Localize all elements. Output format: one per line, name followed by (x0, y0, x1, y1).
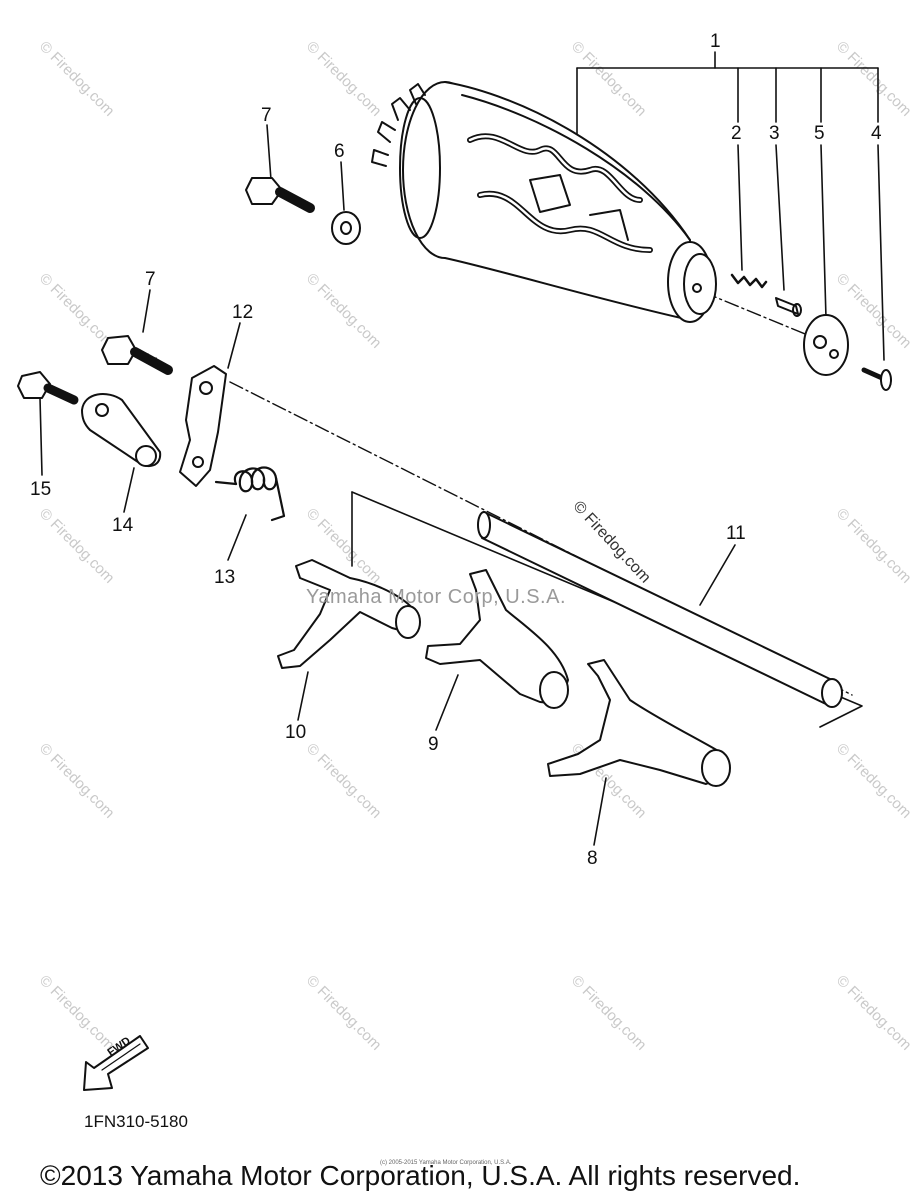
callout-14: 14 (112, 515, 134, 536)
spring-part-13 (214, 466, 286, 522)
shift-drum (371, 81, 717, 323)
diagram-code: 1FN310-5180 (84, 1112, 188, 1131)
callout-7-top: 7 (261, 105, 272, 126)
callout-6: 6 (334, 141, 345, 162)
callout-12: 12 (232, 302, 254, 323)
bolt-part-15 (17, 371, 79, 405)
callout-11: 11 (726, 523, 746, 544)
washer-part-6 (331, 211, 361, 245)
callout-4: 4 (871, 123, 882, 144)
callout-10: 10 (285, 722, 307, 743)
lever-part-14 (81, 393, 162, 468)
fork-part-9 (425, 569, 569, 709)
fork-group-bracket (351, 491, 863, 728)
callout-15: 15 (30, 479, 52, 500)
callout-5: 5 (814, 123, 825, 144)
fork-part-8 (547, 659, 731, 787)
leader-lines (39, 51, 885, 846)
callout-2: 2 (731, 123, 742, 144)
callout-7-left: 7 (145, 269, 156, 290)
spring-part-2 (730, 273, 768, 289)
callout-13: 13 (214, 567, 236, 588)
fwd-arrow-icon (83, 1035, 149, 1091)
center-watermark: Yamaha Motor Corp, U.S.A. (306, 586, 566, 608)
bolt-part-7-left (101, 335, 173, 375)
plate-part-12 (179, 365, 227, 487)
fork-part-10 (277, 559, 421, 669)
callout-9: 9 (428, 734, 439, 755)
fine-print: (c) 2005-2015 Yamaha Motor Corporation, … (380, 1160, 512, 1166)
shaft-part-11 (477, 511, 843, 708)
bolt-part-7-top (245, 177, 315, 213)
screw-part-4 (861, 367, 892, 391)
copyright-notice: ©2013 Yamaha Motor Corporation, U.S.A. A… (40, 1160, 801, 1191)
callout-3: 3 (769, 123, 780, 144)
callout-1: 1 (710, 31, 721, 52)
plate-part-5 (803, 314, 849, 376)
pin-part-3 (775, 297, 802, 317)
callout-8: 8 (587, 848, 598, 869)
